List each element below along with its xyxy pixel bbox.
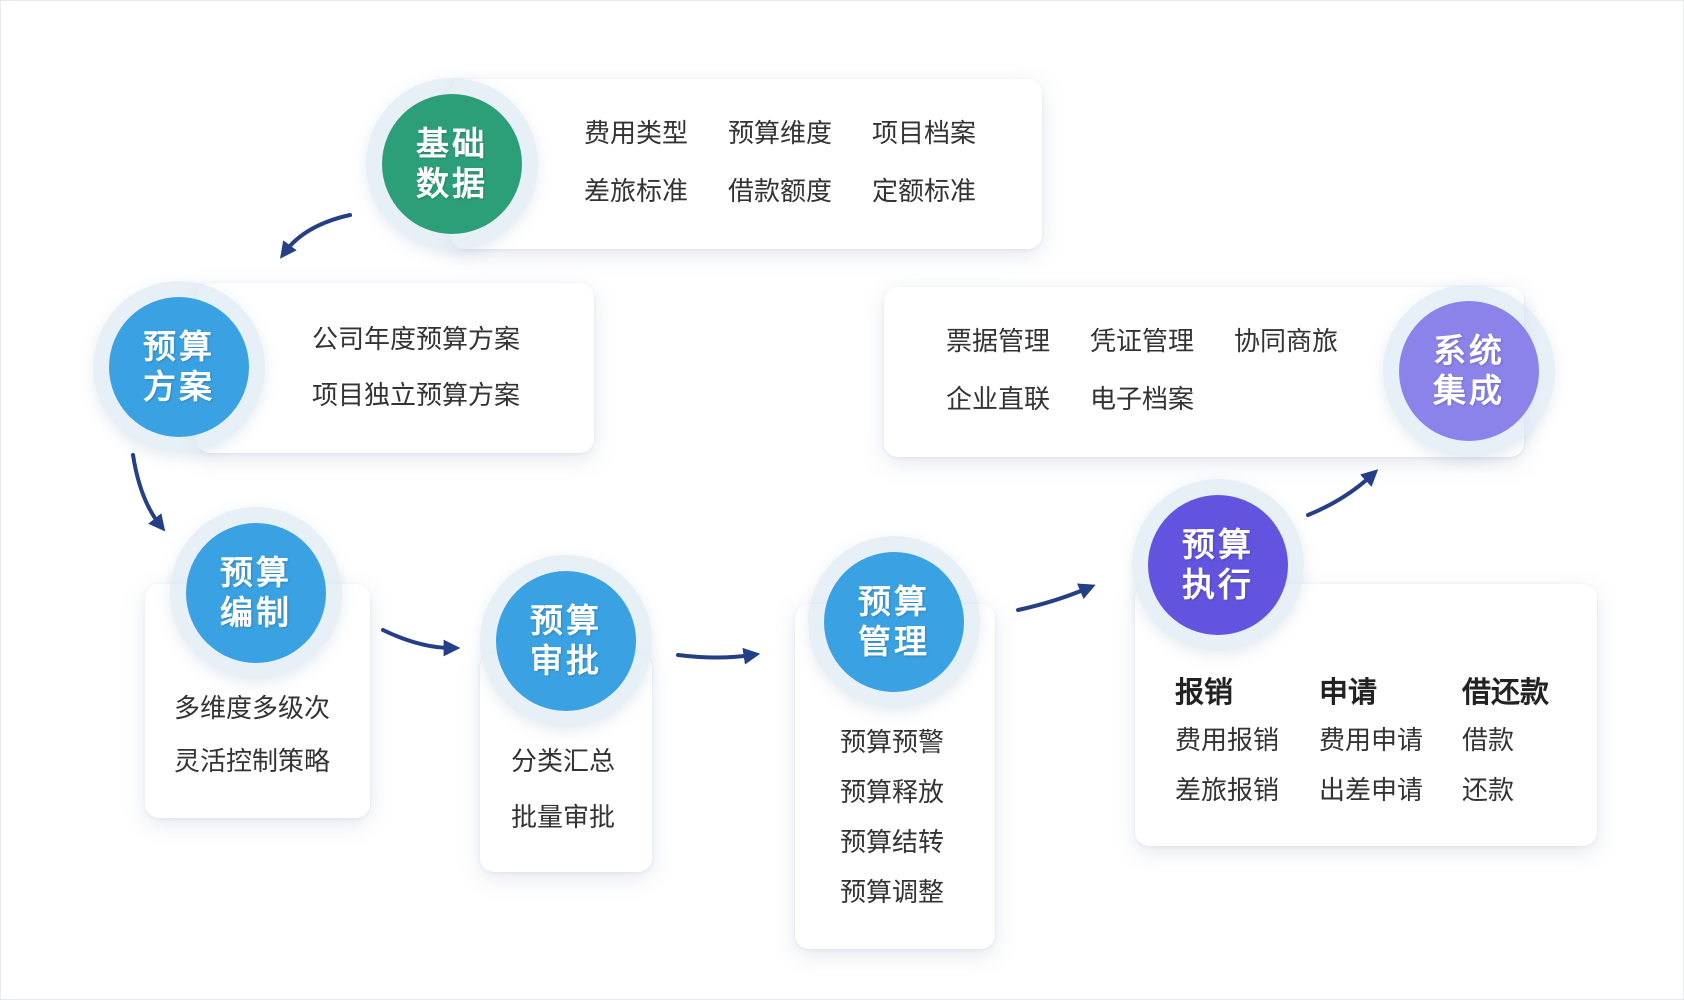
- node-circle: 基础数据: [382, 94, 522, 234]
- execute-column-item: 借款: [1462, 726, 1515, 756]
- budget-plan-item: 项目独立预算方案: [312, 381, 521, 411]
- basic-data-item: 预算维度: [728, 119, 833, 149]
- execute-column-item: 出差申请: [1319, 776, 1424, 806]
- basic-data-item: 项目档案: [872, 119, 977, 149]
- basic-data-item: 定额标准: [872, 177, 977, 207]
- arrow-basic-to-plan: [279, 213, 352, 259]
- arrow-execute-to-integrate: [1306, 469, 1379, 517]
- arrow-approve-to-manage: [676, 647, 761, 665]
- node-label: 预算执行: [1182, 525, 1254, 604]
- node-label: 系统集成: [1433, 331, 1505, 410]
- system-integrate-item: 票据管理: [946, 327, 1051, 357]
- execute-column-heading: 申请: [1319, 675, 1378, 709]
- node-budget-manage: 预算管理: [808, 536, 980, 708]
- node-label: 预算管理: [858, 582, 930, 661]
- budget-compile-item: 灵活控制策略: [174, 747, 331, 777]
- execute-column-item: 差旅报销: [1175, 776, 1280, 806]
- budget-compile-item: 多维度多级次: [174, 694, 331, 724]
- system-integrate-item: 协同商旅: [1234, 327, 1339, 357]
- node-circle: 预算编制: [186, 523, 326, 663]
- basic-data-item: 借款额度: [728, 177, 833, 207]
- node-budget-compile: 预算编制: [170, 507, 342, 679]
- budget-manage-item: 预算预警: [840, 728, 945, 758]
- budget-manage-item: 预算释放: [840, 778, 945, 808]
- budget-approve-item: 分类汇总: [511, 747, 616, 777]
- arrow-manage-to-execute: [1016, 583, 1096, 612]
- budget-manage-item: 预算调整: [840, 878, 945, 908]
- arrow-compile-to-approve: [381, 628, 461, 657]
- node-budget-plan: 预算方案: [93, 281, 265, 453]
- node-circle: 预算管理: [824, 552, 964, 692]
- execute-column-heading: 借还款: [1462, 675, 1550, 709]
- node-circle: 预算方案: [109, 297, 249, 437]
- system-integrate-item: 电子档案: [1090, 385, 1195, 415]
- execute-column-heading: 报销: [1175, 675, 1234, 709]
- execute-column-item: 费用报销: [1175, 726, 1280, 756]
- system-integrate-item: 凭证管理: [1090, 327, 1195, 357]
- execute-column-item: 费用申请: [1319, 726, 1424, 756]
- node-circle: 系统集成: [1399, 301, 1539, 441]
- basic-data-card: 费用类型 预算维度 项目档案 差旅标准 借款额度 定额标准: [450, 79, 1042, 249]
- budget-approve-item: 批量审批: [511, 803, 616, 833]
- execute-column-item: 还款: [1462, 776, 1515, 806]
- budget-manage-item: 预算结转: [840, 828, 945, 858]
- node-circle: 预算执行: [1148, 495, 1288, 635]
- system-integrate-item: 企业直联: [946, 385, 1051, 415]
- budget-plan-item: 公司年度预算方案: [312, 325, 521, 355]
- node-basic-data: 基础数据: [366, 78, 538, 250]
- basic-data-item: 差旅标准: [584, 177, 689, 207]
- arrow-plan-to-compile: [131, 453, 166, 532]
- node-label: 预算编制: [220, 553, 292, 632]
- node-budget-approve: 预算审批: [480, 555, 652, 727]
- node-circle: 预算审批: [496, 571, 636, 711]
- node-label: 预算方案: [143, 327, 215, 406]
- node-label: 预算审批: [530, 601, 602, 680]
- basic-data-item: 费用类型: [584, 119, 689, 149]
- node-budget-execute: 预算执行: [1132, 479, 1304, 651]
- node-label: 基础数据: [416, 124, 488, 203]
- node-system-integrate: 系统集成: [1383, 285, 1555, 457]
